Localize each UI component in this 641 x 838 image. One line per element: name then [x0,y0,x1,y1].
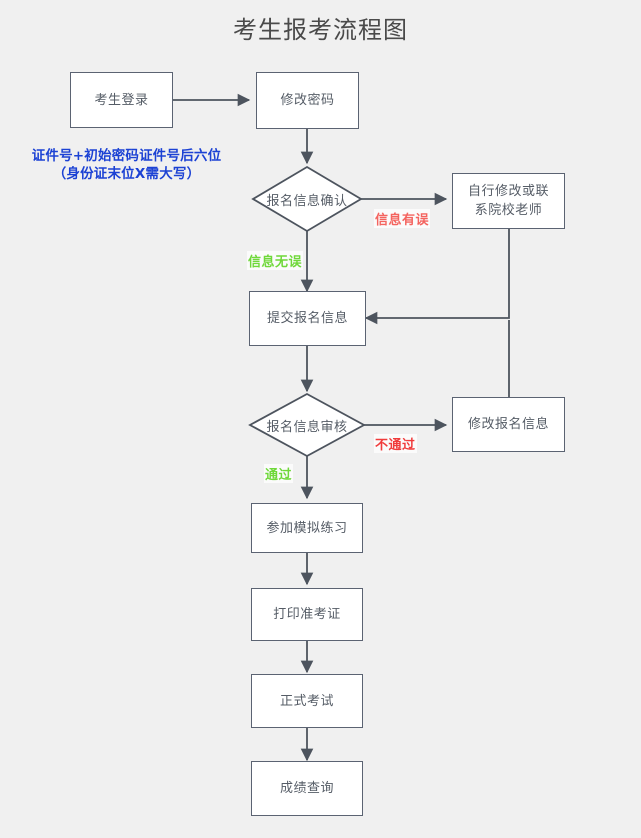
edge-label-info-error: 信息有误 [374,209,431,228]
node-mock-practice-label: 参加模拟练习 [266,520,348,536]
node-formal-exam-label: 正式考试 [279,693,334,709]
node-self-modify-line1: 自行修改或联 [467,184,549,199]
node-change-password[interactable]: 修改密码 [256,72,359,129]
edge-label-info-correct: 信息无误 [247,251,304,270]
node-mock-practice[interactable]: 参加模拟练习 [251,503,363,553]
node-self-modify[interactable]: 自行修改或联 系院校老师 [452,173,565,229]
page-title: 考生报考流程图 [233,16,408,44]
node-self-modify-line2: 系院校老师 [474,203,543,218]
node-modify-info[interactable]: 修改报名信息 [452,397,565,452]
decision-shape-confirm [251,165,363,233]
node-formal-exam[interactable]: 正式考试 [251,674,363,728]
edge-selfmodify-to-submit [364,229,510,325]
password-hint-line2: （身份证末位X需大写） [52,166,201,182]
decision-shape-review [248,392,366,458]
node-score-query-label: 成绩查询 [279,781,334,796]
node-print-admission-label: 打印准考证 [273,607,341,622]
password-hint-line1: 证件号+初始密码证件号后六位 [31,148,222,164]
edge-label-pass: 通过 [264,464,294,483]
node-change-password-label: 修改密码 [280,93,335,108]
node-submit-info-label: 提交报名信息 [266,311,348,326]
node-login-label: 考生登录 [94,92,149,108]
password-hint-note: 证件号+初始密码证件号后六位 （身份证末位X需大写） [14,147,239,183]
edge-label-not-pass: 不通过 [374,434,417,453]
node-modify-info-label: 修改报名信息 [467,417,549,432]
node-login[interactable]: 考生登录 [70,72,173,128]
node-score-query[interactable]: 成绩查询 [251,761,363,816]
node-submit-info[interactable]: 提交报名信息 [249,291,366,346]
node-print-admission[interactable]: 打印准考证 [251,588,363,641]
